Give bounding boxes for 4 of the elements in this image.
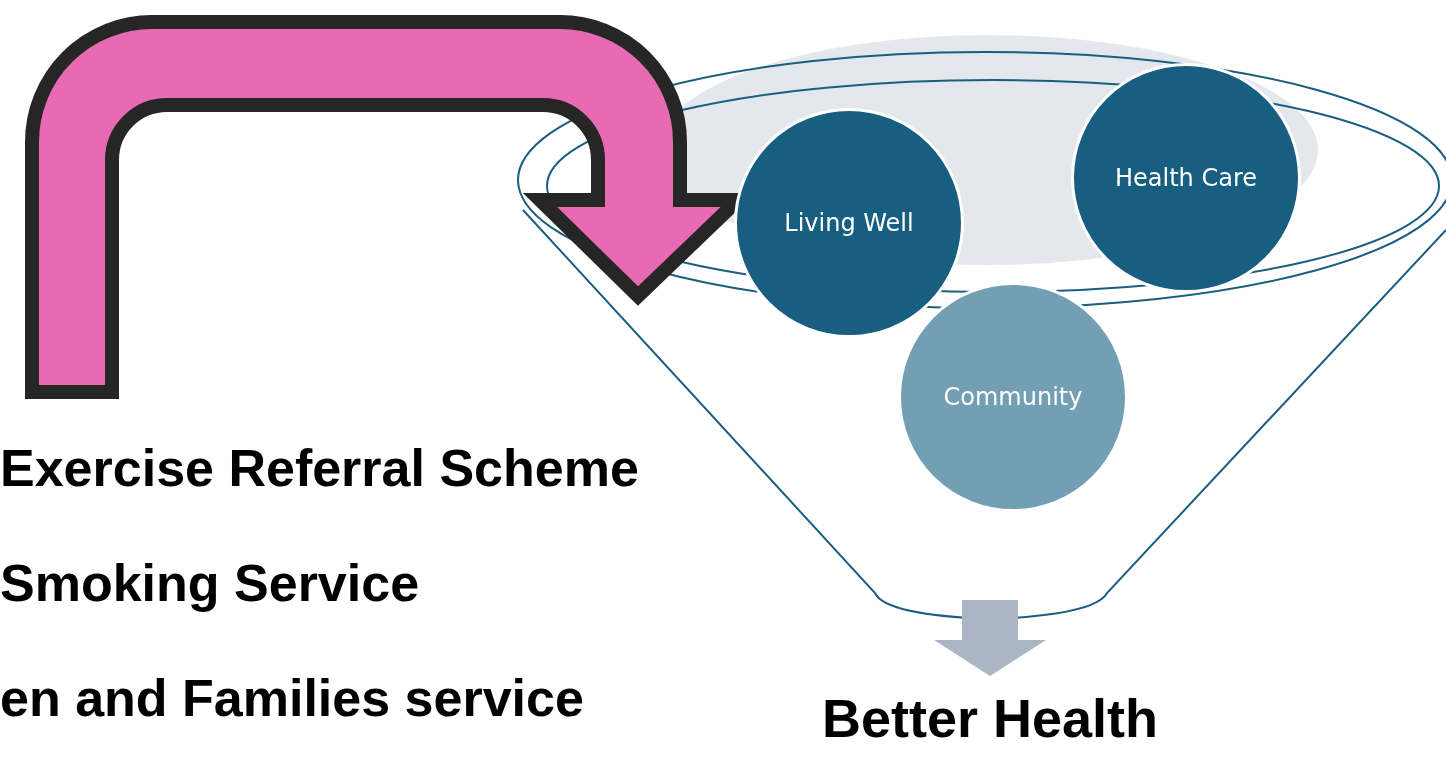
service-item: Smoking Service	[0, 555, 420, 613]
service-item: Exercise Referral Scheme	[0, 440, 639, 498]
service-item: en and Families service	[0, 670, 584, 728]
outcome-heading: Better Health	[821, 687, 1159, 749]
